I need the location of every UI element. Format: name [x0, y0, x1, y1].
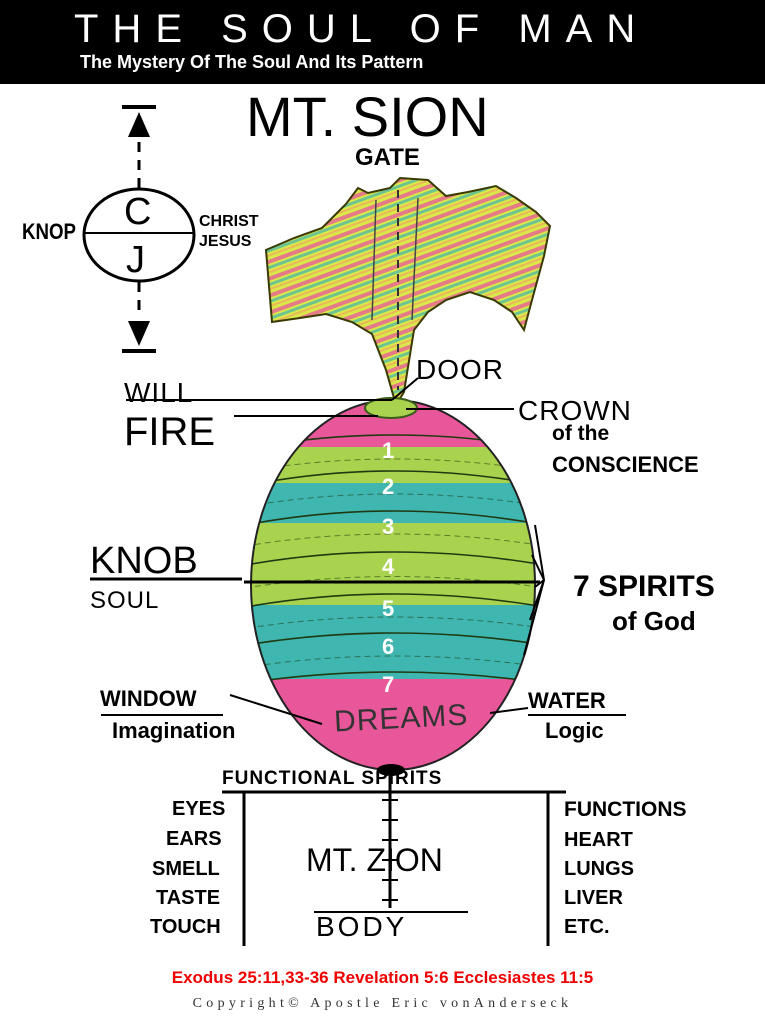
conscience-label: CONSCIENCE: [552, 452, 699, 477]
sense-item: SMELL: [152, 858, 220, 880]
pointer-lines: [90, 377, 626, 725]
imagination-label: Imagination: [112, 718, 236, 743]
knop-letter-j: J: [126, 239, 145, 281]
arrow-up-icon: [128, 112, 150, 137]
sense-item: EARS: [166, 828, 222, 850]
arrow-down-icon: [128, 321, 150, 346]
band-number: 2: [382, 474, 395, 499]
crown-label: CROWN: [518, 395, 632, 426]
door-label: DOOR: [416, 354, 504, 385]
seven-spirits-label: 7 SPIRITS: [573, 570, 715, 603]
band-number: 7: [382, 672, 395, 697]
sense-item: EYES: [172, 798, 226, 820]
knop-letter-c: C: [124, 191, 152, 233]
knop-symbol: [82, 105, 196, 353]
body-frame: [222, 776, 566, 946]
page-subtitle: The Mystery Of The Soul And Its Pattern: [80, 52, 424, 72]
page-title: THE SOUL OF MAN: [74, 7, 650, 51]
sense-item: TOUCH: [150, 916, 221, 938]
sense-item: TASTE: [156, 887, 221, 909]
water-label: WATER: [528, 688, 606, 713]
knob-label: KNOB: [90, 540, 198, 582]
organ-item: LUNGS: [564, 858, 634, 880]
scripture-references: Exodus 25:11,33-36 Revelation 5:6 Eccles…: [171, 968, 594, 987]
title-banner: [0, 0, 765, 84]
gate-illustration: [264, 176, 552, 408]
mt-zion-label: MT. ZION: [306, 842, 443, 878]
oval-base: [377, 764, 405, 776]
mt-sion-label: MT. SION: [246, 85, 489, 148]
will-label: WILL: [124, 377, 194, 408]
organ-item: LIVER: [564, 887, 623, 909]
band-number: 6: [382, 634, 395, 659]
band-number: 4: [382, 554, 395, 579]
band-number: 3: [382, 514, 395, 539]
band-number: 1: [382, 438, 395, 463]
fire-label: FIRE: [124, 410, 216, 454]
logic-label: Logic: [545, 718, 604, 743]
of-god-label: of God: [612, 606, 696, 636]
functional-spirits-heading: FUNCTIONAL SPIRITS: [222, 768, 443, 789]
jesus-label: JESUS: [199, 233, 252, 250]
band-number: 5: [382, 596, 395, 621]
christ-label: CHRIST: [199, 213, 259, 230]
copyright-notice: Copyright© Apostle Eric vonAnderseck: [192, 996, 573, 1011]
functions-heading: FUNCTIONS: [564, 798, 687, 821]
knop-label: KNOP: [22, 219, 77, 244]
organ-item: HEART: [564, 829, 633, 851]
window-label: WINDOW: [100, 686, 197, 711]
body-label: BODY: [316, 911, 408, 942]
gate-label: GATE: [355, 144, 420, 171]
dreams-label: DREAMS: [333, 698, 470, 739]
soul-label: SOUL: [90, 587, 160, 614]
organ-item: ETC.: [564, 916, 610, 938]
crown-sub-label: of the: [552, 422, 610, 445]
